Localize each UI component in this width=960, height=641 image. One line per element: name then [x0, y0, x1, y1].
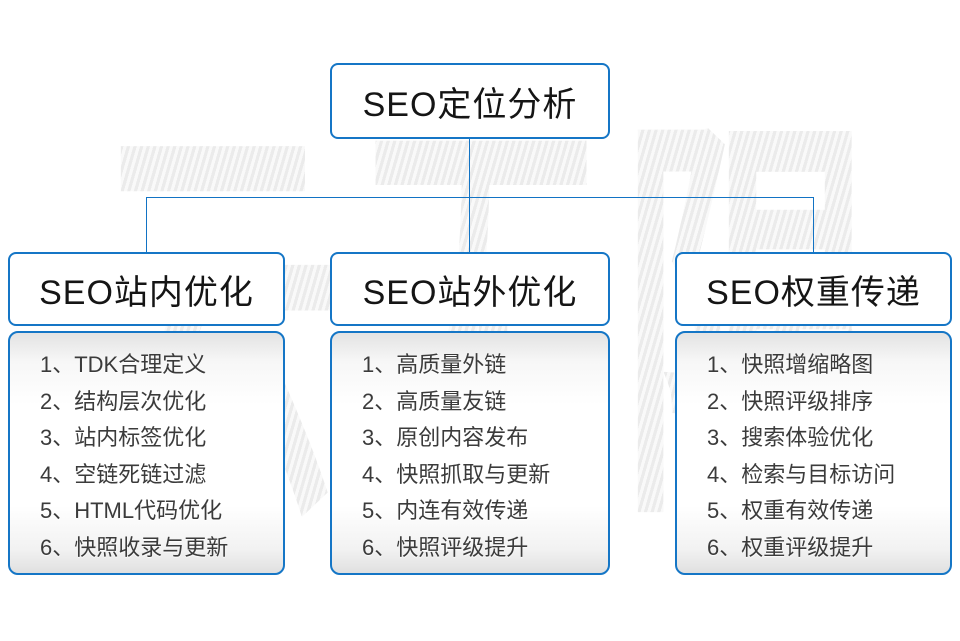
column-header-offsite: SEO站外优化 — [330, 252, 610, 326]
list-item: 4、检索与目标访问 — [707, 461, 896, 487]
column-header-onsite-label: SEO站内优化 — [39, 273, 254, 312]
list-offsite: 1、高质量外链 2、高质量友链 3、原创内容发布 4、快照抓取与更新 5、内连有… — [332, 333, 608, 567]
list-item: 3、站内标签优化 — [40, 425, 207, 451]
list-item: 3、原创内容发布 — [362, 425, 529, 451]
list-item: 5、权重有效传递 — [707, 498, 874, 524]
list-item: 6、快照收录与更新 — [40, 534, 229, 560]
root-node: SEO定位分析 — [330, 63, 610, 139]
list-weight: 1、快照增缩略图 2、快照评级排序 3、搜索体验优化 4、检索与目标访问 5、权… — [677, 333, 950, 567]
list-item: 1、TDK合理定义 — [40, 352, 207, 377]
column-header-onsite: SEO站内优化 — [8, 252, 285, 326]
list-item: 2、快照评级排序 — [707, 388, 874, 414]
list-box-offsite: 1、高质量外链 2、高质量友链 3、原创内容发布 4、快照抓取与更新 5、内连有… — [330, 331, 610, 575]
list-item: 1、高质量外链 — [362, 352, 507, 377]
list-box-onsite: 1、TDK合理定义 2、结构层次优化 3、站内标签优化 4、空链死链过滤 5、H… — [8, 331, 285, 575]
list-item: 6、权重评级提升 — [707, 534, 874, 560]
list-item: 5、内连有效传递 — [362, 498, 529, 524]
connector-drop-left — [146, 197, 147, 252]
list-item: 3、搜索体验优化 — [707, 425, 874, 451]
list-item: 2、结构层次优化 — [40, 388, 207, 414]
list-onsite: 1、TDK合理定义 2、结构层次优化 3、站内标签优化 4、空链死链过滤 5、H… — [10, 333, 283, 567]
connector-root-to-center — [469, 139, 470, 252]
list-box-weight: 1、快照增缩略图 2、快照评级排序 3、搜索体验优化 4、检索与目标访问 5、权… — [675, 331, 952, 575]
list-item: 4、快照抓取与更新 — [362, 461, 551, 487]
column-header-offsite-label: SEO站外优化 — [362, 273, 578, 312]
connector-drop-right — [813, 197, 814, 252]
column-header-weight: SEO权重传递 — [675, 252, 952, 326]
list-item: 2、高质量友链 — [362, 388, 507, 414]
root-node-label: SEO定位分析 — [362, 85, 578, 124]
column-header-weight-label: SEO权重传递 — [706, 273, 921, 312]
connector-horizontal — [146, 197, 814, 198]
list-item: 4、空链死链过滤 — [40, 461, 207, 487]
list-item: 1、快照增缩略图 — [707, 352, 874, 377]
list-item: 6、快照评级提升 — [362, 534, 529, 560]
list-item: 5、HTML代码优化 — [40, 498, 223, 524]
